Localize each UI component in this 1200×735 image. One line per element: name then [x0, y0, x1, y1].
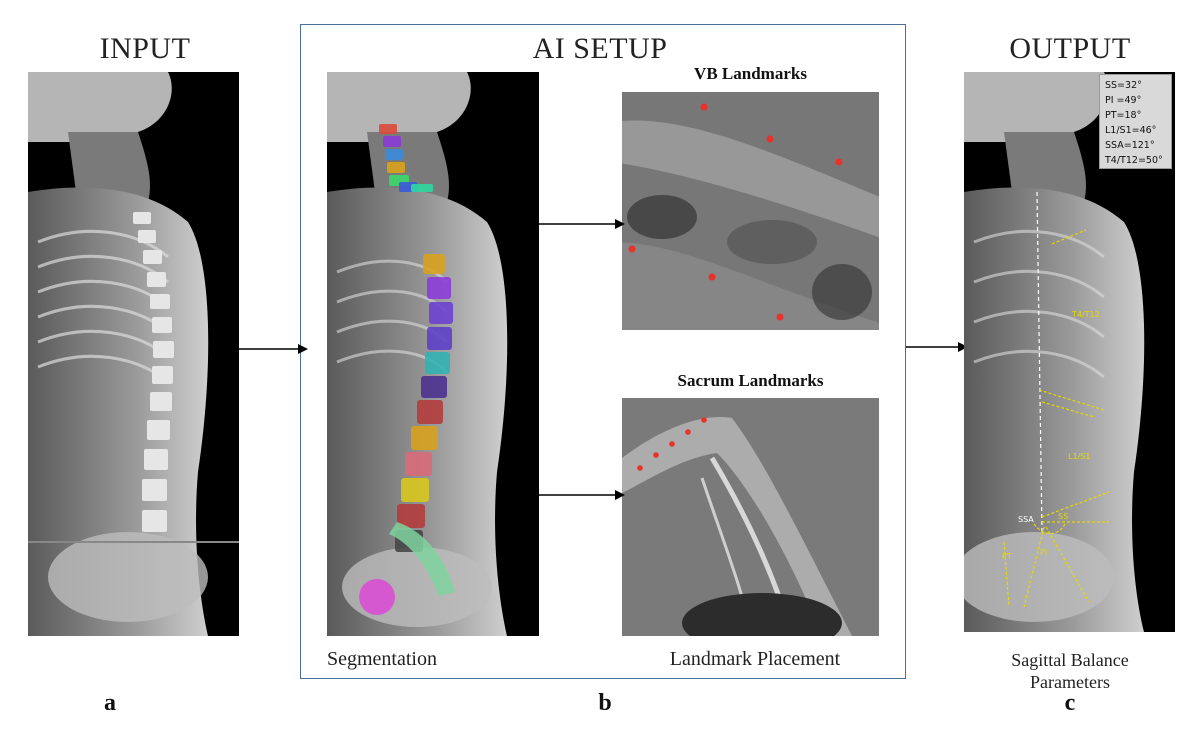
vertebra-segment-7 — [417, 400, 443, 424]
label-pt: PT — [1002, 552, 1012, 561]
vertebra-segment-8 — [411, 426, 438, 450]
segmentation-drawing — [327, 72, 508, 636]
vb-landmark-dot-4 — [628, 245, 636, 253]
vb-landmark-dot-5 — [708, 273, 716, 281]
input-heading: INPUT — [99, 32, 191, 65]
arrow-to-sacrum-landmarks — [539, 490, 625, 500]
cervical-segment-3 — [385, 149, 403, 160]
panel-label-c: c — [1064, 690, 1076, 716]
vertebra-segment-10 — [401, 478, 429, 502]
param-l1s1: L1/S1=46° — [1105, 125, 1157, 136]
vb-landmark-dot-1 — [700, 103, 708, 111]
cervical-segment-4 — [387, 162, 405, 173]
param-pi: PI =49° — [1105, 95, 1142, 106]
cervical-segment-7 — [411, 184, 433, 192]
landmark-placement-caption: Landmark Placement — [669, 648, 841, 670]
panel-label-a: a — [104, 690, 116, 716]
vertebra-segment-5 — [425, 352, 450, 374]
label-ssa: SSA — [1018, 515, 1034, 524]
vertebra-segment-4 — [427, 327, 452, 350]
input-xray-image — [28, 72, 239, 636]
output-caption-line1: Sagittal Balance — [1011, 650, 1129, 670]
sacrum-landmark-dot-4 — [685, 429, 691, 435]
sacrum-landmarks-title: Sacrum Landmarks — [677, 371, 824, 390]
param-t4t12: T4/T12=50° — [1105, 155, 1163, 166]
vertebra-segment-6 — [421, 376, 447, 398]
sacrum-segment — [389, 522, 455, 596]
param-ss: SS=32° — [1105, 80, 1142, 91]
vertebra-segment-9 — [405, 452, 432, 476]
sacrum-landmarks-image — [622, 398, 879, 636]
output-heading: OUTPUT — [1009, 32, 1131, 65]
vertebra-segment-1 — [423, 254, 445, 274]
femoral-head-segment — [359, 579, 395, 615]
arrow-input-to-ai — [238, 344, 308, 354]
vb-landmarks-image — [622, 92, 879, 330]
output-caption-line2: Parameters — [1030, 672, 1110, 692]
parameter-readout-box: SS=32° PI =49° PT=18° L1/S1=46° SSA=121°… — [1099, 74, 1172, 169]
vertebra-segment-3 — [429, 302, 453, 324]
label-pi: PI — [1040, 548, 1048, 557]
segmentation-xray-image — [327, 72, 539, 636]
sacrum-landmarks-drawing — [622, 398, 879, 636]
label-ss: SS — [1058, 512, 1069, 521]
vb-landmarks-title: VB Landmarks — [694, 64, 807, 83]
label-t4t12: T4/T12 — [1072, 310, 1100, 319]
param-ssa: SSA=121° — [1105, 140, 1155, 151]
vb-landmarks-drawing — [622, 92, 879, 330]
cervical-segment-2 — [383, 136, 401, 147]
arrow-ai-to-output — [906, 342, 968, 352]
vb-landmark-dot-2 — [766, 135, 774, 143]
output-spine-drawing — [964, 72, 1145, 632]
sacrum-landmark-dot-1 — [637, 465, 643, 471]
param-pt: PT=18° — [1105, 110, 1142, 121]
ai-setup-heading: AI SETUP — [532, 32, 668, 65]
vertebra-segment-2 — [427, 277, 451, 299]
vertebra-segment-11 — [397, 504, 425, 528]
sacrum-landmark-dot-2 — [653, 452, 659, 458]
arrow-to-vb-landmarks — [539, 219, 625, 229]
input-spine-drawing — [28, 72, 239, 636]
segmentation-caption: Segmentation — [327, 648, 437, 670]
vb-landmark-dot-3 — [835, 158, 843, 166]
vb-landmark-dot-6 — [776, 313, 784, 321]
sacrum-landmark-dot-5 — [701, 417, 707, 423]
panel-label-b: b — [598, 690, 612, 716]
cervical-segment-1 — [379, 124, 397, 134]
sacrum-landmark-dot-3 — [669, 441, 675, 447]
label-l1s1: L1/S1 — [1068, 452, 1091, 461]
